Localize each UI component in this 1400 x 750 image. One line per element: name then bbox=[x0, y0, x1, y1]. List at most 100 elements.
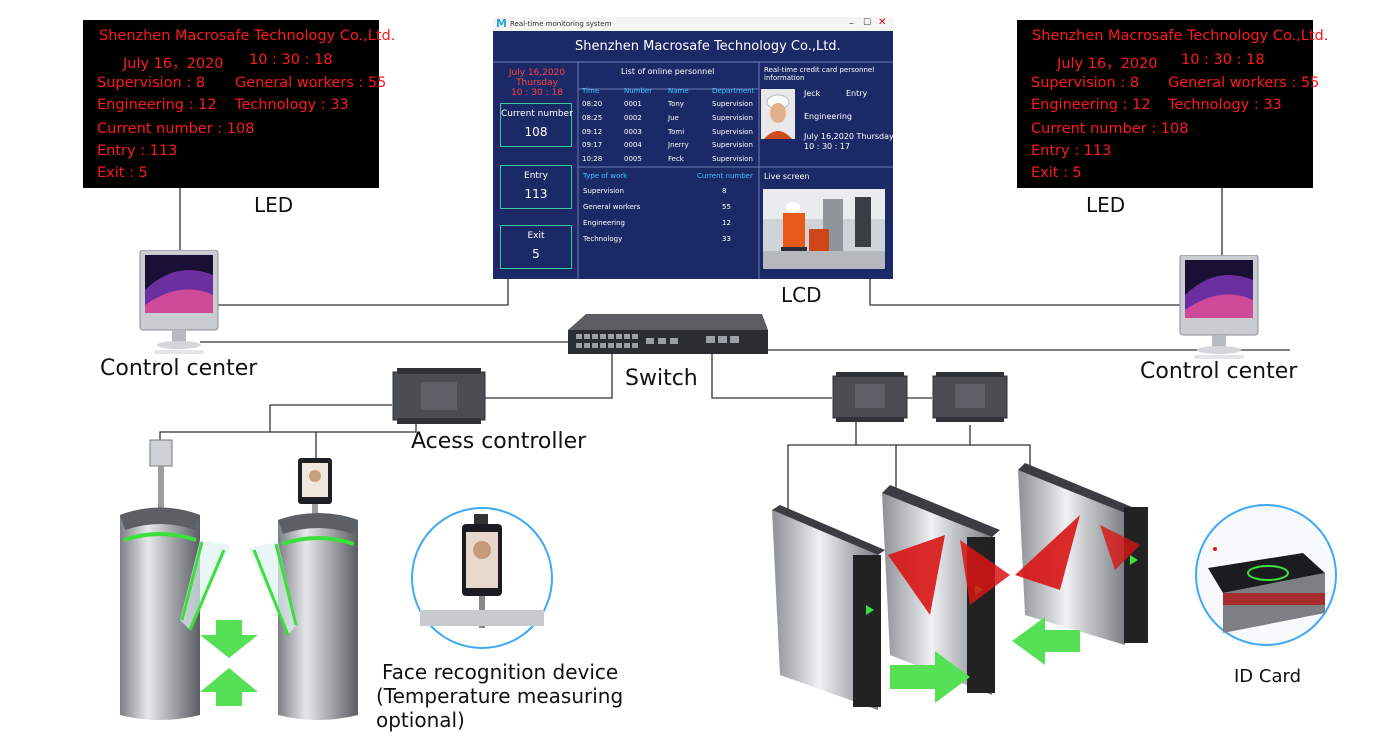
led-exit: Exit : 5 bbox=[1031, 165, 1082, 181]
swing-turnstile bbox=[120, 439, 358, 720]
led-display-right: Shenzhen Macrosafe Technology Co.,Ltd. J… bbox=[1017, 20, 1328, 188]
led-label-left: LED bbox=[254, 193, 294, 217]
monitor-right bbox=[1179, 255, 1259, 359]
online-list-title: List of online personnel bbox=[621, 67, 715, 76]
table-cell: 08:20 bbox=[582, 100, 603, 108]
lcd-date-block: July 16,2020 Thursday 10 : 30 : 18 bbox=[508, 68, 566, 98]
led-entry: Entry : 113 bbox=[1031, 143, 1112, 159]
face-label-line3: optional) bbox=[376, 708, 465, 732]
access-controller-mid bbox=[832, 372, 908, 422]
face-label-line1: Face recognition device bbox=[382, 660, 619, 684]
led-supervision: Supervision : 8 bbox=[97, 75, 206, 91]
entry-value: 113 bbox=[524, 187, 548, 201]
table-cell: Jue bbox=[668, 113, 679, 122]
card-title: Real-time credit card personnel informat… bbox=[764, 66, 874, 82]
face-label-line2: (Temperature measuring bbox=[376, 684, 624, 708]
led-general-workers: General workers : 55 bbox=[1168, 75, 1320, 91]
flap-barrier-turnstile bbox=[772, 463, 1148, 710]
led-current-number: Current number : 108 bbox=[1031, 121, 1189, 137]
access-controller-right bbox=[932, 372, 1008, 422]
lcd-time: 10 : 30 : 18 bbox=[511, 88, 563, 98]
current-number-box: Current number 108 bbox=[500, 103, 573, 147]
id-card-label: ID Card bbox=[1234, 666, 1301, 687]
lcd-screen: M Real-time monitoring system – ☐ ✕ Shen… bbox=[493, 17, 893, 279]
table-cell: 09:17 bbox=[582, 141, 603, 150]
col-number: Number bbox=[624, 87, 653, 95]
table-cell: Supervision bbox=[712, 127, 753, 136]
work-type-cell: Supervision bbox=[583, 187, 624, 195]
lcd-title: Shenzhen Macrosafe Technology Co.,Ltd. bbox=[575, 39, 841, 54]
table-cell: Tony bbox=[668, 100, 684, 108]
led-technology: Technology : 33 bbox=[235, 97, 349, 113]
person-photo bbox=[761, 89, 795, 139]
entry-label: Entry bbox=[524, 171, 548, 181]
led-display-left: Shenzhen Macrosafe Technology Co.,Ltd. J… bbox=[83, 20, 395, 188]
current-number-value: 108 bbox=[524, 125, 548, 139]
led-date: July 16，2020 bbox=[123, 56, 224, 72]
led-engineering: Engineering : 12 bbox=[1031, 97, 1151, 113]
table-cell: 0005 bbox=[624, 155, 642, 164]
table-cell: Supervision bbox=[712, 141, 753, 150]
access-controller-left bbox=[392, 368, 486, 424]
network-switch bbox=[568, 314, 768, 354]
lcd-label: LCD bbox=[781, 283, 822, 307]
control-center-label-left: Control center bbox=[100, 356, 258, 381]
table-cell: 09:12 bbox=[582, 127, 603, 136]
close-icon[interactable]: ✕ bbox=[878, 17, 887, 28]
led-time: 10 : 30 : 18 bbox=[249, 52, 333, 68]
led-supervision: Supervision : 8 bbox=[1031, 75, 1140, 91]
col-name: Name bbox=[668, 87, 689, 95]
maximize-icon[interactable]: ☐ bbox=[863, 18, 872, 28]
led-engineering: Engineering : 12 bbox=[97, 97, 217, 113]
table-cell: Supervision bbox=[712, 155, 753, 164]
exit-label: Exit bbox=[527, 231, 545, 241]
table-cell: 0003 bbox=[624, 127, 642, 136]
led-label-right: LED bbox=[1086, 193, 1126, 217]
work-count-cell: 55 bbox=[722, 203, 731, 211]
entry-box: Entry 113 bbox=[500, 165, 572, 209]
led-current-number: Current number : 108 bbox=[97, 121, 255, 137]
table-cell: Jnerry bbox=[668, 141, 689, 150]
current-number-label: Current number bbox=[501, 109, 573, 119]
work-type-header: Type of work bbox=[583, 172, 628, 180]
table-cell: 0004 bbox=[624, 141, 642, 150]
led-time: 10 : 30 : 18 bbox=[1181, 52, 1265, 68]
led-company: Shenzhen Macrosafe Technology Co.,Ltd. bbox=[1032, 28, 1329, 44]
access-controller-label: Acess controller bbox=[411, 429, 587, 454]
lcd-grid bbox=[493, 61, 893, 279]
card-dept: Engineering bbox=[804, 112, 852, 121]
live-screen-image bbox=[763, 189, 885, 269]
work-count-cell: 12 bbox=[722, 219, 731, 227]
work-count-cell: 33 bbox=[722, 235, 731, 243]
card-title-line2: information bbox=[764, 74, 805, 82]
lcd-date: July 16,2020 bbox=[508, 68, 566, 78]
col-department: Department bbox=[712, 87, 755, 95]
switch-label: Switch bbox=[625, 366, 698, 391]
table-cell: 08:25 bbox=[582, 113, 603, 122]
led-company: Shenzhen Macrosafe Technology Co.,Ltd. bbox=[99, 28, 396, 44]
face-recognition-device bbox=[411, 507, 553, 649]
work-type-cell: General workers bbox=[583, 203, 641, 211]
table-cell: 0002 bbox=[624, 113, 642, 122]
table-cell: Supervision bbox=[712, 100, 753, 108]
table-cell: 10:28 bbox=[582, 155, 603, 164]
card-name: Jeck bbox=[804, 89, 821, 98]
monitor-left bbox=[139, 250, 219, 354]
table-cell: Feck bbox=[668, 155, 684, 164]
minimize-icon[interactable]: – bbox=[849, 18, 854, 29]
face-device-label: Face recognition device (Temperature mea… bbox=[376, 660, 623, 732]
card-time: 10 : 30 : 17 bbox=[804, 142, 851, 151]
lcd-weekday: Thursday bbox=[516, 78, 558, 88]
col-time: Time bbox=[582, 87, 600, 95]
card-date: July 16,2020 Thursday bbox=[804, 132, 893, 141]
led-date: July 16，2020 bbox=[1057, 56, 1158, 72]
card-action: Entry bbox=[846, 89, 868, 98]
live-screen-title: Live screen bbox=[764, 172, 810, 181]
control-center-label-right: Control center bbox=[1140, 359, 1298, 384]
led-general-workers: General workers : 55 bbox=[235, 75, 387, 91]
card-title-line1: Real-time credit card personnel bbox=[764, 66, 875, 74]
led-exit: Exit : 5 bbox=[97, 165, 148, 181]
exit-box: Exit 5 bbox=[500, 225, 572, 269]
work-type-cell: Technology bbox=[583, 235, 623, 243]
